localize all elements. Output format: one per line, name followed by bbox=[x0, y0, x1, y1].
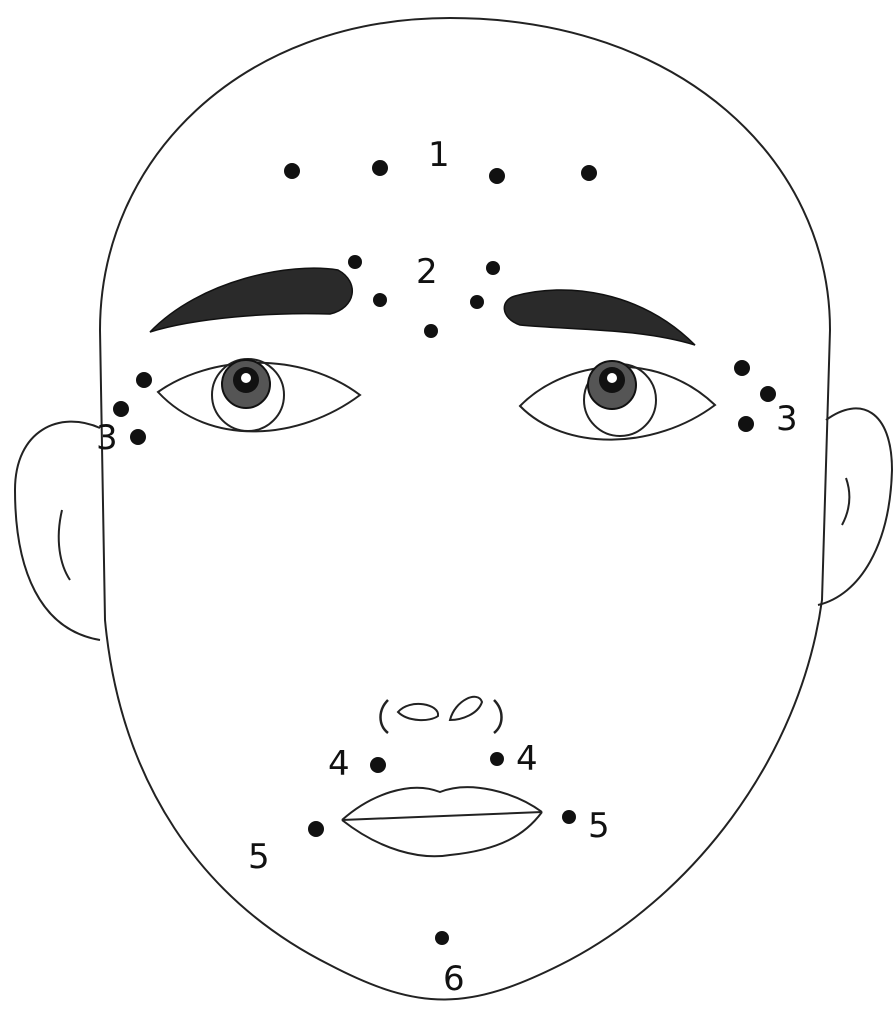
zone-2-dot bbox=[348, 255, 362, 269]
zone-3-dot bbox=[738, 416, 754, 432]
lip-line bbox=[342, 812, 542, 820]
zone-1-dot bbox=[372, 160, 388, 176]
zone-label-6: 6 bbox=[443, 959, 465, 999]
zone-4-dot bbox=[490, 752, 504, 766]
zone-3-dot bbox=[760, 386, 776, 402]
zone-label-5-right: 5 bbox=[588, 806, 610, 846]
right-nostril bbox=[450, 697, 482, 720]
zone-2-dot bbox=[486, 261, 500, 275]
zone-label-4-left: 4 bbox=[328, 744, 350, 784]
zone-label-1: 1 bbox=[428, 135, 450, 175]
left-ear bbox=[15, 422, 100, 640]
zone-3-dot bbox=[130, 429, 146, 445]
zone-4-dot bbox=[370, 757, 386, 773]
nose-left-paren bbox=[381, 700, 389, 733]
zone-2-dot bbox=[424, 324, 438, 338]
zone-label-4-right: 4 bbox=[516, 739, 538, 779]
zone-1-dot bbox=[581, 165, 597, 181]
right-ear-inner bbox=[842, 478, 849, 525]
zone-2-dot bbox=[373, 293, 387, 307]
left-eye-highlight bbox=[241, 373, 251, 383]
zone-5-dot bbox=[308, 821, 324, 837]
zone-label-3-left: 3 bbox=[96, 418, 118, 458]
zone-label-5-left: 5 bbox=[248, 837, 270, 877]
nose-right-paren bbox=[494, 700, 502, 733]
zone-label-3-right: 3 bbox=[776, 399, 798, 439]
zone-3-dot bbox=[113, 401, 129, 417]
zone-1-dot bbox=[284, 163, 300, 179]
zone-5-dot bbox=[562, 810, 576, 824]
zone-1-dot bbox=[489, 168, 505, 184]
right-ear bbox=[818, 408, 892, 605]
right-eyebrow bbox=[504, 290, 695, 345]
left-eyebrow bbox=[150, 268, 352, 332]
zone-3-dot bbox=[136, 372, 152, 388]
right-eye-highlight bbox=[607, 373, 617, 383]
zone-6-dots bbox=[435, 931, 449, 945]
zone-label-2: 2 bbox=[416, 252, 438, 292]
zone-3-dot bbox=[734, 360, 750, 376]
left-nostril bbox=[398, 704, 438, 720]
zone-2-dot bbox=[470, 295, 484, 309]
zone-4-dots bbox=[370, 752, 504, 773]
left-ear-inner bbox=[59, 510, 70, 580]
zone-6-dot bbox=[435, 931, 449, 945]
